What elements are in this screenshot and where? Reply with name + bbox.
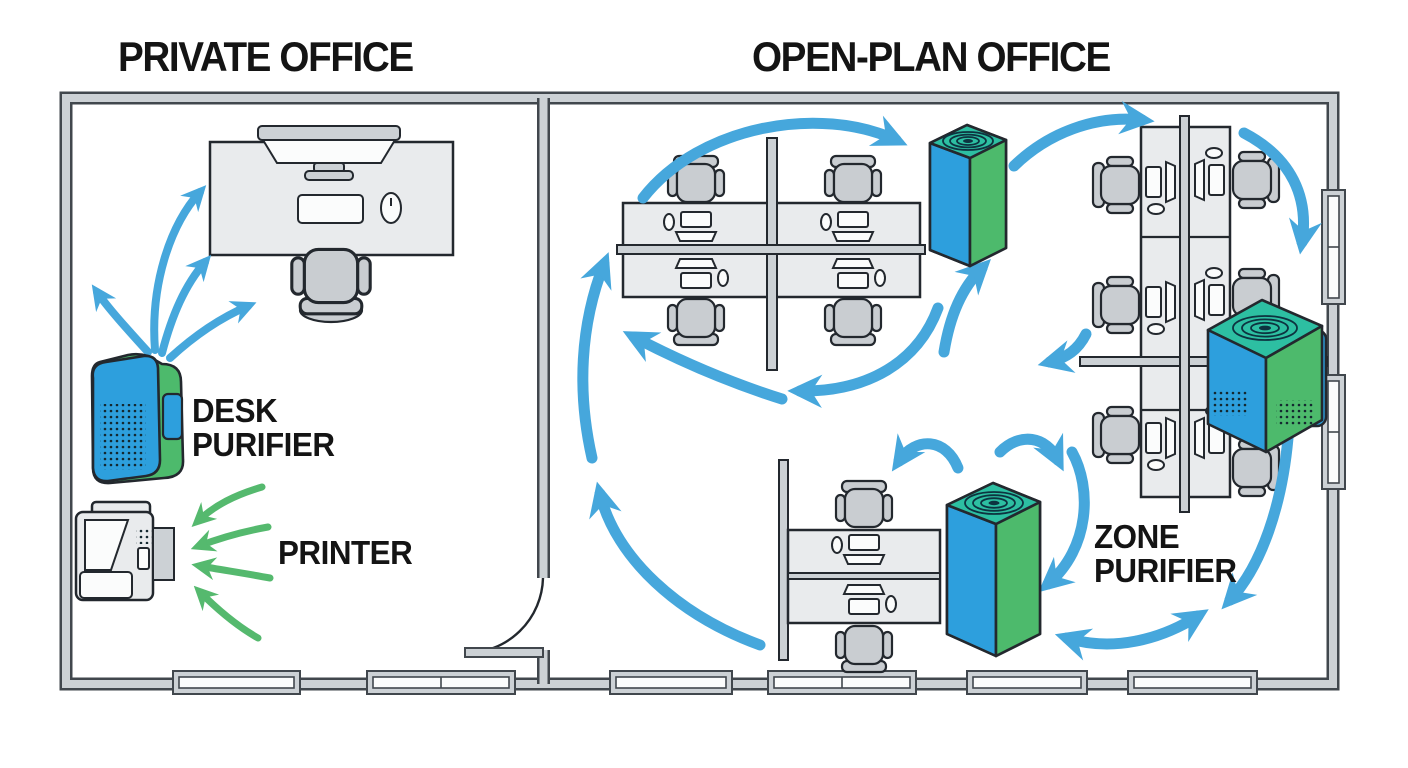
- monitor-icon: [257, 125, 401, 181]
- private-office-title: PRIVATE OFFICE: [118, 33, 414, 80]
- airflow-arrow-blue: [1038, 446, 1090, 593]
- zone-purifier-label: ZONE PURIFIER: [1094, 518, 1237, 590]
- desk-purifier-icon: [90, 352, 185, 485]
- airflow-arrow-blue: [166, 301, 257, 362]
- door: [464, 577, 545, 658]
- airflow-arrow-blue: [1008, 101, 1155, 172]
- airflow-arrow-blue: [1037, 328, 1092, 373]
- open-plan-office-title: OPEN-PLAN OFFICE: [752, 33, 1111, 80]
- office-chair-icon: [1091, 405, 1141, 465]
- door-leaf: [464, 647, 544, 658]
- airflow-arrow-blue: [938, 259, 991, 358]
- airflow-arrows-desk-purifier: [91, 185, 257, 362]
- window-segment: [767, 670, 917, 695]
- office-chair-icon: [834, 624, 894, 674]
- printer-icon: [74, 500, 175, 602]
- airflow-arrow-blue: [994, 432, 1064, 472]
- printer-label: PRINTER: [278, 534, 413, 571]
- airflow-arrow-blue: [589, 481, 766, 651]
- private-office-desk: [208, 125, 455, 257]
- window-segment: [172, 670, 301, 695]
- zone-purifier-tower-bottom: [945, 481, 1042, 658]
- private-office-chair: [290, 247, 372, 324]
- desk-purifier-label-line2: PURIFIER: [192, 426, 335, 464]
- window-segment: [966, 670, 1088, 695]
- window-segment: [366, 670, 516, 695]
- office-chair-icon: [823, 297, 883, 347]
- zone-purifier-cube-right: [1206, 298, 1328, 454]
- desk-pod-bottom: [778, 459, 942, 674]
- office-chair-icon: [1231, 150, 1281, 210]
- office-chair-icon: [823, 154, 883, 204]
- airflow-arrow-blue: [158, 255, 212, 357]
- office-chair-icon: [666, 297, 726, 347]
- bottom-windows: [172, 670, 1258, 695]
- clean-air-arrow-green: [193, 585, 262, 642]
- clean-air-arrow-green: [191, 483, 266, 528]
- airflow-arrow-blue: [577, 252, 612, 464]
- airflow-arrow-blue: [150, 185, 207, 354]
- window-segment: [1321, 189, 1346, 305]
- desk-purifier-label: DESK PURIFIER: [192, 392, 335, 464]
- airflow-arrow-blue: [891, 433, 964, 474]
- zone-purifier-label-line2: PURIFIER: [1094, 552, 1237, 590]
- desk-bank-right: [1079, 115, 1328, 513]
- window-segment: [1127, 670, 1258, 695]
- airflow-arrows-open-plan: [577, 101, 1322, 661]
- door-swing-arc: [465, 577, 545, 655]
- airflow-arrow-blue: [91, 284, 152, 356]
- airflow-arrow-blue: [1221, 432, 1294, 610]
- desk-pod-top: [616, 137, 926, 371]
- clean-air-arrows-printer: [190, 483, 274, 642]
- zone-purifier-label-line1: ZONE: [1094, 518, 1180, 555]
- zone-purifier-tower-top: [928, 123, 1008, 268]
- airflow-arrow-blue: [787, 302, 944, 409]
- office-chair-icon: [1091, 275, 1141, 335]
- airflow-arrow-blue: [1238, 127, 1322, 255]
- airflow-arrow-blue: [622, 331, 788, 405]
- clean-air-arrow-green: [190, 523, 272, 552]
- clean-air-arrow-green: [191, 557, 274, 582]
- right-windows: [1321, 189, 1346, 490]
- airflow-arrow-blue: [637, 115, 908, 204]
- keyboard-icon: [297, 194, 364, 224]
- office-chair-icon: [1091, 155, 1141, 215]
- window-segment: [1321, 374, 1346, 490]
- airflow-arrow-blue: [1054, 609, 1209, 661]
- office-chair-icon: [834, 479, 894, 529]
- mouse-icon: [380, 192, 402, 224]
- desk-purifier-label-line1: DESK: [192, 392, 278, 429]
- window-segment: [609, 670, 733, 695]
